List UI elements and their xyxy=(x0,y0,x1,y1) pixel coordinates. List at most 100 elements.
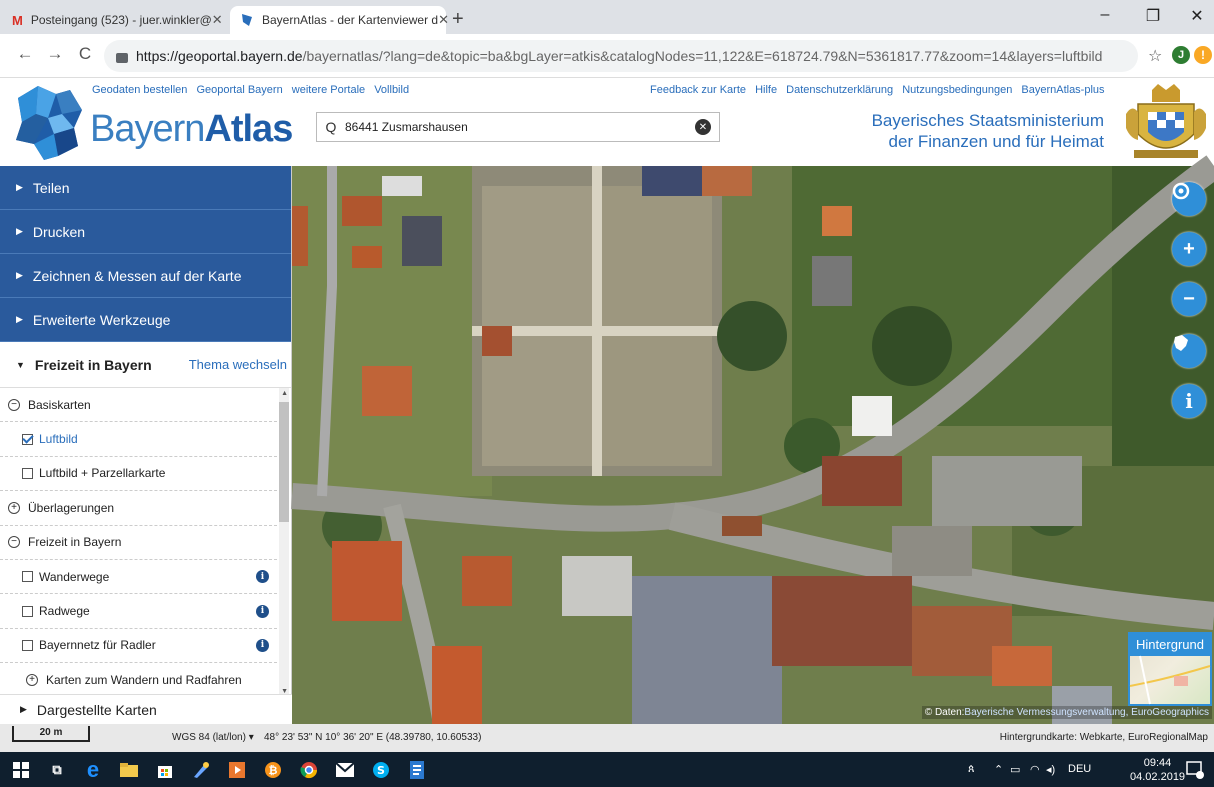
tree-group-ueberlagerungen[interactable]: + Überlagerungen xyxy=(0,491,277,526)
collapse-icon[interactable]: − xyxy=(8,398,20,411)
restore-button[interactable]: ❐ xyxy=(1145,8,1161,25)
extension-warning-icon[interactable]: ! xyxy=(1194,46,1212,64)
task-view-icon[interactable]: ⧉ xyxy=(52,762,62,777)
info-icon[interactable]: i xyxy=(256,604,269,618)
site-header: Geodaten bestellen Geoportal Bayern weit… xyxy=(0,78,1214,166)
tree-group-karten-wandern[interactable]: + Karten zum Wandern und Radfahren xyxy=(0,663,277,697)
media-player-icon[interactable] xyxy=(226,759,248,781)
wifi-icon[interactable]: ◠ xyxy=(1030,764,1040,776)
tree-label: Freizeit in Bayern xyxy=(28,535,122,550)
link-hilfe[interactable]: Hilfe xyxy=(755,84,778,96)
search-icon[interactable]: Q xyxy=(325,119,337,135)
link-weitere-portale[interactable]: weitere Portale xyxy=(291,84,366,96)
layer-tree: − Basiskarten Luftbild Luftbild + Parzel… xyxy=(0,388,291,698)
gmail-icon: M xyxy=(12,12,23,28)
scrollbar-thumb[interactable] xyxy=(279,402,289,522)
back-button[interactable]: ← xyxy=(16,44,34,63)
reload-button[interactable]: C xyxy=(78,44,92,63)
checkbox[interactable] xyxy=(22,467,33,479)
expand-icon[interactable]: + xyxy=(26,674,38,687)
checkbox[interactable] xyxy=(22,605,33,617)
search-input[interactable] xyxy=(345,120,695,134)
mail-icon[interactable] xyxy=(334,759,356,781)
bookmark-star-icon[interactable]: ☆ xyxy=(1148,48,1163,65)
paint-icon[interactable] xyxy=(190,759,212,781)
people-icon[interactable]: ጰ xyxy=(968,763,975,775)
layer-wanderwege[interactable]: Wanderwege i xyxy=(0,560,277,595)
background-thumbnail xyxy=(1129,655,1211,705)
ministry-title[interactable]: Bayerisches Staatsministerium der Finanz… xyxy=(872,110,1104,152)
attribution-link[interactable]: Bayerische Vermessungsverwaltung, EuroGe… xyxy=(964,707,1209,718)
theme-header[interactable]: ▼ Freizeit in Bayern Thema wechseln xyxy=(0,342,291,388)
tray-expand-icon[interactable]: ⌃ xyxy=(994,764,1004,776)
edge-icon[interactable]: e xyxy=(86,757,100,782)
info-icon[interactable]: i xyxy=(1172,384,1206,418)
volume-icon[interactable]: ◂) xyxy=(1046,764,1056,776)
keyboard-language[interactable]: DEU xyxy=(1068,763,1092,775)
clock-time: 09:44 xyxy=(1143,757,1172,769)
layer-radwege[interactable]: Radwege i xyxy=(0,594,277,629)
extension-j-icon[interactable]: J xyxy=(1172,46,1190,64)
accordion-teilen[interactable]: ▶ Teilen xyxy=(0,166,291,210)
scrollbar-track[interactable] xyxy=(279,388,289,698)
close-window-button[interactable]: ✕ xyxy=(1190,8,1204,25)
accordion-drucken[interactable]: ▶ Drucken xyxy=(0,210,291,254)
switch-theme-link[interactable]: Thema wechseln xyxy=(188,357,287,372)
caret-right-icon: ▶ xyxy=(16,182,23,192)
skype-icon[interactable]: S xyxy=(370,759,392,781)
sidebar: ▶ Teilen ▶ Drucken ▶ Zeichnen & Messen a… xyxy=(0,166,292,724)
url-bar[interactable]: https://geoportal.bayern.de /bayernatlas… xyxy=(104,40,1138,72)
tree-group-freizeit[interactable]: − Freizeit in Bayern xyxy=(0,526,277,560)
link-nutzungsbedingungen[interactable]: Nutzungsbedingungen xyxy=(902,84,1013,96)
document-icon[interactable] xyxy=(406,759,428,781)
link-geoportal-bayern[interactable]: Geoportal Bayern xyxy=(196,84,283,96)
accordion-zeichnen-messen[interactable]: ▶ Zeichnen & Messen auf der Karte xyxy=(0,254,291,298)
scroll-up-icon[interactable]: ▲ xyxy=(281,390,288,397)
minimize-button[interactable]: – xyxy=(1100,6,1110,23)
tree-group-basiskarten[interactable]: − Basiskarten xyxy=(0,388,277,423)
map-view[interactable]: + − i Hintergrund © Daten:Bayerische Ver… xyxy=(291,155,1214,726)
collapse-icon[interactable]: − xyxy=(8,536,20,549)
link-bayernatlas-plus[interactable]: BayernAtlas-plus xyxy=(1021,84,1105,96)
checkbox[interactable] xyxy=(22,639,33,651)
link-geodaten-bestellen[interactable]: Geodaten bestellen xyxy=(92,84,188,96)
battery-icon[interactable]: ▭ xyxy=(1010,764,1021,776)
checkbox[interactable] xyxy=(22,571,33,583)
tree-label: Wanderwege xyxy=(39,569,110,584)
checkbox-checked[interactable] xyxy=(22,433,33,445)
close-tab-icon[interactable]: ✕ xyxy=(438,12,449,27)
bavaria-extent-icon[interactable] xyxy=(1172,334,1206,368)
tab-bayernatlas[interactable]: BayernAtlas - der Kartenviewer d ✕ xyxy=(230,6,449,34)
bitcoin-icon[interactable]: ₿ xyxy=(262,759,284,781)
background-switcher[interactable]: Hintergrund xyxy=(1128,632,1212,706)
link-vollbild[interactable]: Vollbild xyxy=(374,84,410,96)
locate-icon[interactable] xyxy=(1172,182,1206,216)
layer-luftbild-parzellarkarte[interactable]: Luftbild + Parzellarkarte xyxy=(0,457,277,492)
notifications-icon[interactable] xyxy=(1186,761,1204,782)
forward-button[interactable]: → xyxy=(46,44,64,63)
accordion-dargestellte-karten[interactable]: ▶ Dargestellte Karten xyxy=(0,694,292,724)
clock[interactable]: 09:44 04.02.2019 xyxy=(1130,756,1185,784)
zoom-out-icon[interactable]: − xyxy=(1172,282,1206,316)
chrome-icon[interactable] xyxy=(298,759,320,781)
info-icon[interactable]: i xyxy=(256,570,269,584)
windows-start-icon[interactable] xyxy=(10,759,32,781)
zoom-in-icon[interactable]: + xyxy=(1172,232,1206,266)
projection-select[interactable]: WGS 84 (lat/lon) ▾ xyxy=(172,732,254,743)
new-tab-button[interactable]: + xyxy=(452,8,464,30)
store-icon[interactable] xyxy=(154,759,176,781)
layer-luftbild[interactable]: Luftbild xyxy=(0,422,277,457)
file-explorer-icon[interactable] xyxy=(118,759,140,781)
tab-gmail[interactable]: M Posteingang (523) - juer.winkler@ ✕ xyxy=(2,6,228,34)
expand-icon[interactable]: + xyxy=(8,501,20,514)
link-feedback[interactable]: Feedback zur Karte xyxy=(650,84,746,96)
close-tab-icon[interactable]: ✕ xyxy=(211,12,223,27)
info-icon[interactable]: i xyxy=(256,638,269,652)
layer-bayernnetz-radler[interactable]: Bayernnetz für Radler i xyxy=(0,629,277,664)
clear-search-icon[interactable]: ✕ xyxy=(695,119,711,135)
caret-right-icon: ▶ xyxy=(16,270,23,280)
brand-title[interactable]: BayernAtlas xyxy=(90,108,293,151)
link-datenschutz[interactable]: Datenschutzerklärung xyxy=(786,84,894,96)
accordion-erweiterte-werkzeuge[interactable]: ▶ Erweiterte Werkzeuge xyxy=(0,298,291,342)
scroll-down-icon[interactable]: ▼ xyxy=(281,688,288,695)
